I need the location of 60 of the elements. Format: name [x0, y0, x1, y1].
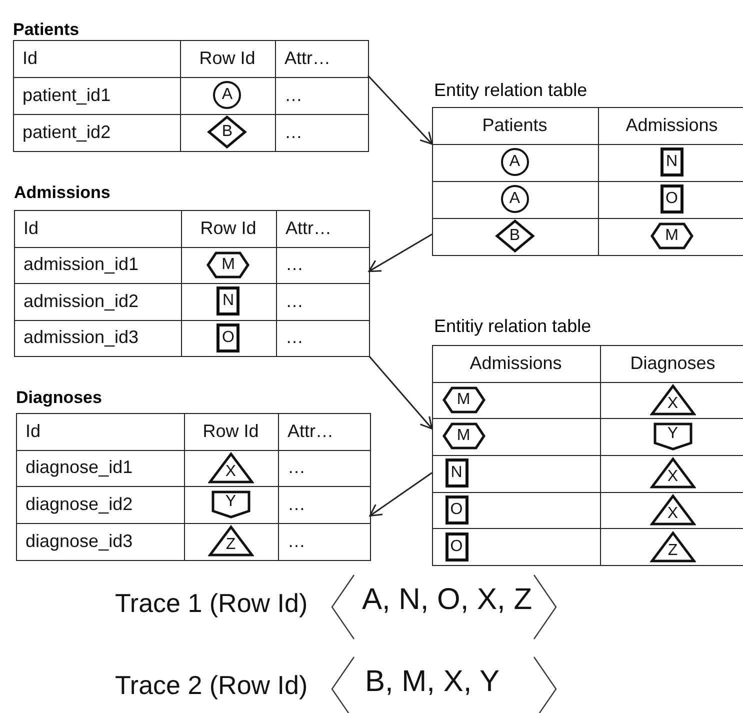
cell-text: admission_id1: [24, 254, 139, 275]
table-title: Admissions: [14, 183, 110, 203]
column-header: Attr…: [286, 218, 332, 238]
column-header: Attr…: [284, 48, 331, 69]
cell-text: patient_id1: [22, 84, 111, 106]
cell-text: admission_id3: [24, 327, 139, 348]
cell-text: …: [288, 457, 306, 478]
hexagon-symbol: M: [442, 421, 486, 452]
trace-sequence: B, M, X, Y: [365, 665, 500, 699]
column-header: Attr…: [288, 420, 334, 442]
column-header: Admissions: [470, 352, 562, 374]
table-title: Patients: [13, 20, 80, 40]
cell-text: …: [286, 290, 304, 312]
cell-text: admission_id2: [24, 290, 139, 312]
cell-text: patient_id2: [22, 122, 111, 143]
cell-text: diagnose_id3: [26, 530, 133, 552]
diamond-symbol: B: [207, 115, 248, 150]
column-header: Id: [22, 48, 38, 69]
cell-text: …: [284, 122, 302, 143]
triangle-symbol: Z: [650, 530, 696, 563]
table-title: Entity relation table: [434, 80, 588, 101]
trace-caption: Trace 2 (Row Id): [115, 670, 308, 701]
triangle-symbol: Z: [208, 525, 254, 558]
data-table: [13, 20, 368, 151]
hexagon-symbol: M: [650, 221, 694, 252]
circle-symbol: A: [212, 80, 242, 110]
pentagon-symbol: Y: [210, 489, 251, 520]
diamond-symbol: B: [494, 219, 535, 254]
data-table: [432, 80, 743, 255]
column-header: Row Id: [199, 48, 256, 69]
table-title: Entitiy relation table: [434, 316, 592, 337]
cell-text: diagnose_id2: [26, 494, 133, 515]
cell-text: …: [288, 494, 306, 515]
trace-caption: Trace 1 (Row Id): [115, 588, 308, 619]
hexagon-symbol: M: [206, 250, 250, 280]
circle-symbol: A: [500, 147, 530, 178]
circle-symbol: A: [500, 184, 530, 214]
column-header: Id: [26, 420, 41, 442]
triangle-symbol: X: [208, 452, 254, 484]
pentagon-symbol: Y: [652, 421, 693, 452]
triangle-symbol: X: [650, 384, 696, 416]
column-header: Patients: [482, 114, 548, 136]
triangle-symbol: X: [650, 494, 696, 526]
cell-text: …: [284, 84, 302, 106]
cell-text: …: [286, 254, 304, 275]
column-header: Admissions: [626, 114, 718, 136]
hexagon-symbol: M: [442, 384, 486, 415]
data-table: [16, 388, 370, 560]
table-title: Diagnoses: [16, 388, 102, 408]
trace-sequence: A, N, O, X, Z: [362, 583, 532, 617]
data-table: [14, 183, 369, 356]
cell-text: …: [286, 327, 304, 348]
cell-text: …: [288, 530, 306, 552]
cell-text: diagnose_id1: [26, 457, 133, 478]
column-header: Diagnoses: [630, 352, 716, 374]
data-table: [432, 316, 743, 566]
column-header: Row Id: [202, 420, 259, 442]
column-header: Row Id: [200, 218, 256, 238]
column-header: Id: [24, 218, 39, 238]
triangle-symbol: X: [650, 457, 696, 490]
